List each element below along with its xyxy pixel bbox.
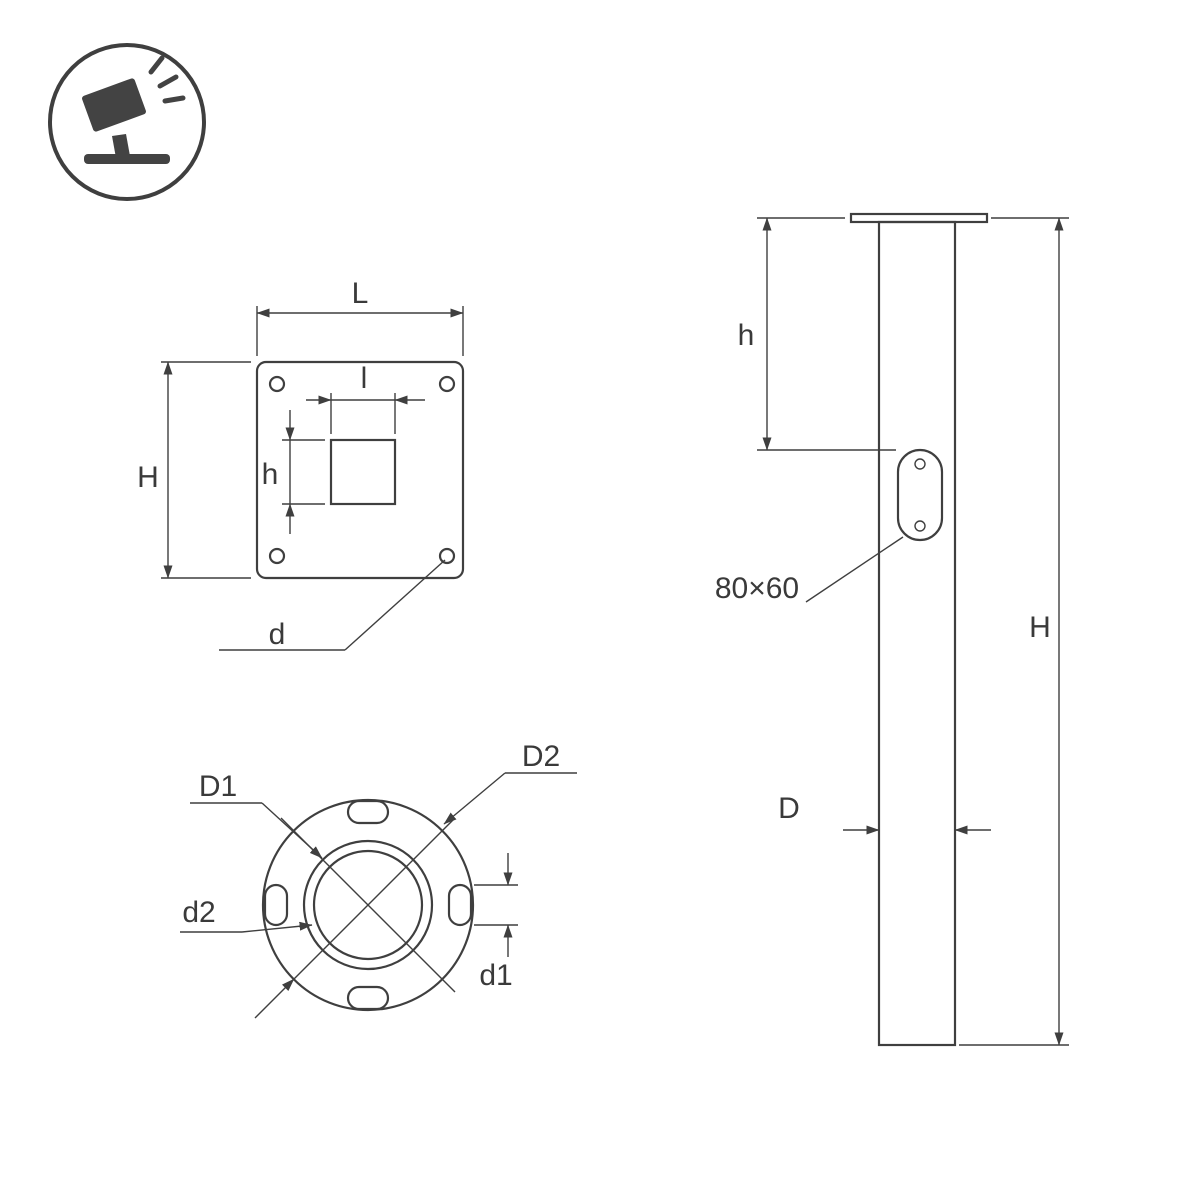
dim-h-square: h <box>262 410 325 534</box>
bolt-hole <box>438 375 456 393</box>
dim-label-L: L <box>352 277 369 310</box>
dim-label-d2: d2 <box>182 896 215 929</box>
flange-bottom-view: D1 D2 d2 d1 <box>180 740 577 1019</box>
pole-outer-circle <box>302 839 434 971</box>
flange-plate <box>255 360 465 580</box>
dim-label-D1: D1 <box>199 770 237 803</box>
dim-label-D2: D2 <box>522 740 560 773</box>
dim-label-H: H <box>137 461 159 494</box>
dim-l: l <box>306 362 425 434</box>
dim-H-pole: H <box>959 217 1069 1046</box>
dim-label-d: d <box>269 618 286 651</box>
bolt-hole <box>438 547 456 565</box>
dim-label-h-pole: h <box>738 319 755 352</box>
slot-hole-right <box>447 883 473 927</box>
pole-access-slot <box>896 448 944 542</box>
slot-size-label: 80×60 <box>715 572 799 605</box>
floodlight-icon <box>82 55 186 164</box>
slot-hole-left <box>263 883 289 927</box>
dim-label-l: l <box>361 362 368 395</box>
dim-L: L <box>256 277 464 356</box>
brand-floodlight-logo <box>48 43 206 201</box>
flange-top-view: L l H h <box>137 277 465 651</box>
leader-d: d <box>219 559 446 651</box>
dim-label-D-pole: D <box>778 792 800 825</box>
pole-section-square <box>329 438 397 506</box>
leader-D1: D1 <box>190 770 323 859</box>
dim-d1: d1 <box>474 853 518 992</box>
dim-label-H-pole: H <box>1029 611 1051 644</box>
dim-label-d1: d1 <box>479 959 512 992</box>
slot-hole-bottom <box>346 985 390 1011</box>
callout-slot-size: 80×60 <box>715 536 904 605</box>
pole-top-cap <box>849 212 989 224</box>
dim-H-plate: H <box>137 361 251 579</box>
leader-D2: D2 <box>443 740 577 825</box>
pole-side-view: h H D 80×60 <box>715 212 1069 1047</box>
dim-D-pole: D <box>778 792 991 835</box>
slot-hole-top <box>346 799 390 825</box>
dim-label-h: h <box>262 458 279 491</box>
dim-h-pole: h <box>738 217 896 451</box>
leader-d2: d2 <box>180 896 313 933</box>
bolt-hole <box>268 547 286 565</box>
pole-body <box>877 220 957 1047</box>
pole-inner-circle <box>312 849 424 961</box>
bolt-hole <box>268 375 286 393</box>
